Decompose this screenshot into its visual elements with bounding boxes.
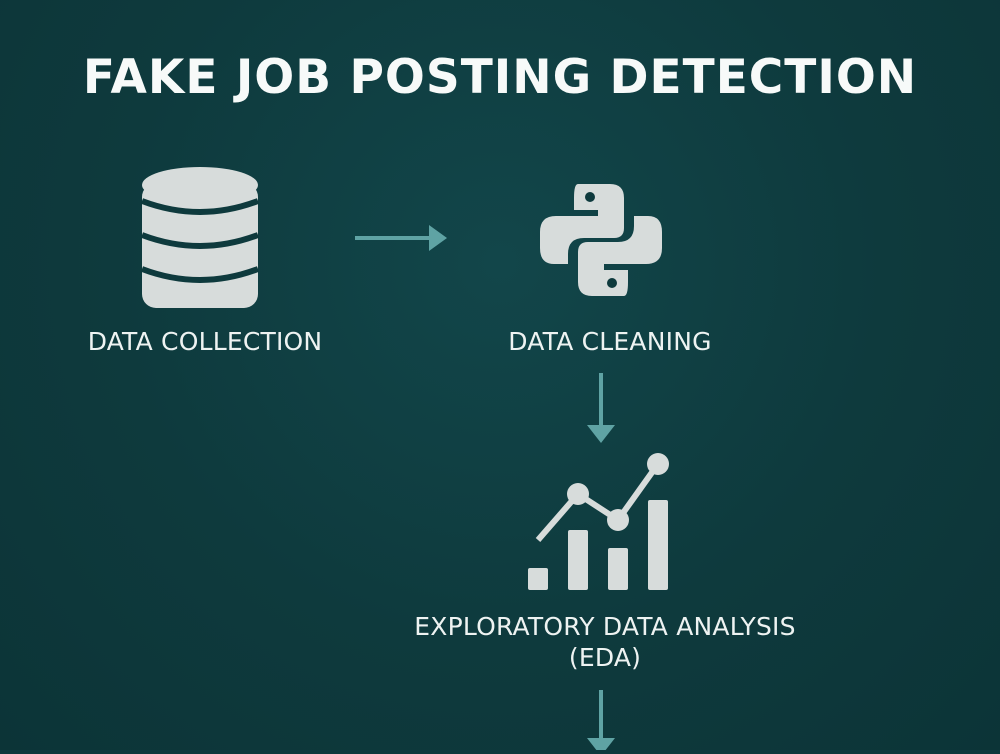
step-label-data-cleaning: DATA CLEANING bbox=[508, 327, 712, 356]
step-label-eda: EXPLORATORY DATA ANALYSIS (EDA) bbox=[365, 611, 845, 674]
bar-line-chart-icon bbox=[520, 450, 685, 595]
arrow-down-icon bbox=[585, 690, 617, 754]
arrow-down-icon bbox=[585, 373, 617, 445]
diagram-title: FAKE JOB POSTING DETECTION bbox=[82, 50, 918, 105]
python-logo-icon bbox=[538, 180, 664, 300]
arrow-right-icon bbox=[355, 223, 450, 253]
step-label-eda-line2: (EDA) bbox=[568, 643, 642, 673]
database-icon bbox=[140, 165, 260, 310]
step-label-data-collection: DATA COLLECTION bbox=[87, 327, 323, 356]
step-label-eda-line1: EXPLORATORY DATA ANALYSIS bbox=[414, 612, 796, 641]
